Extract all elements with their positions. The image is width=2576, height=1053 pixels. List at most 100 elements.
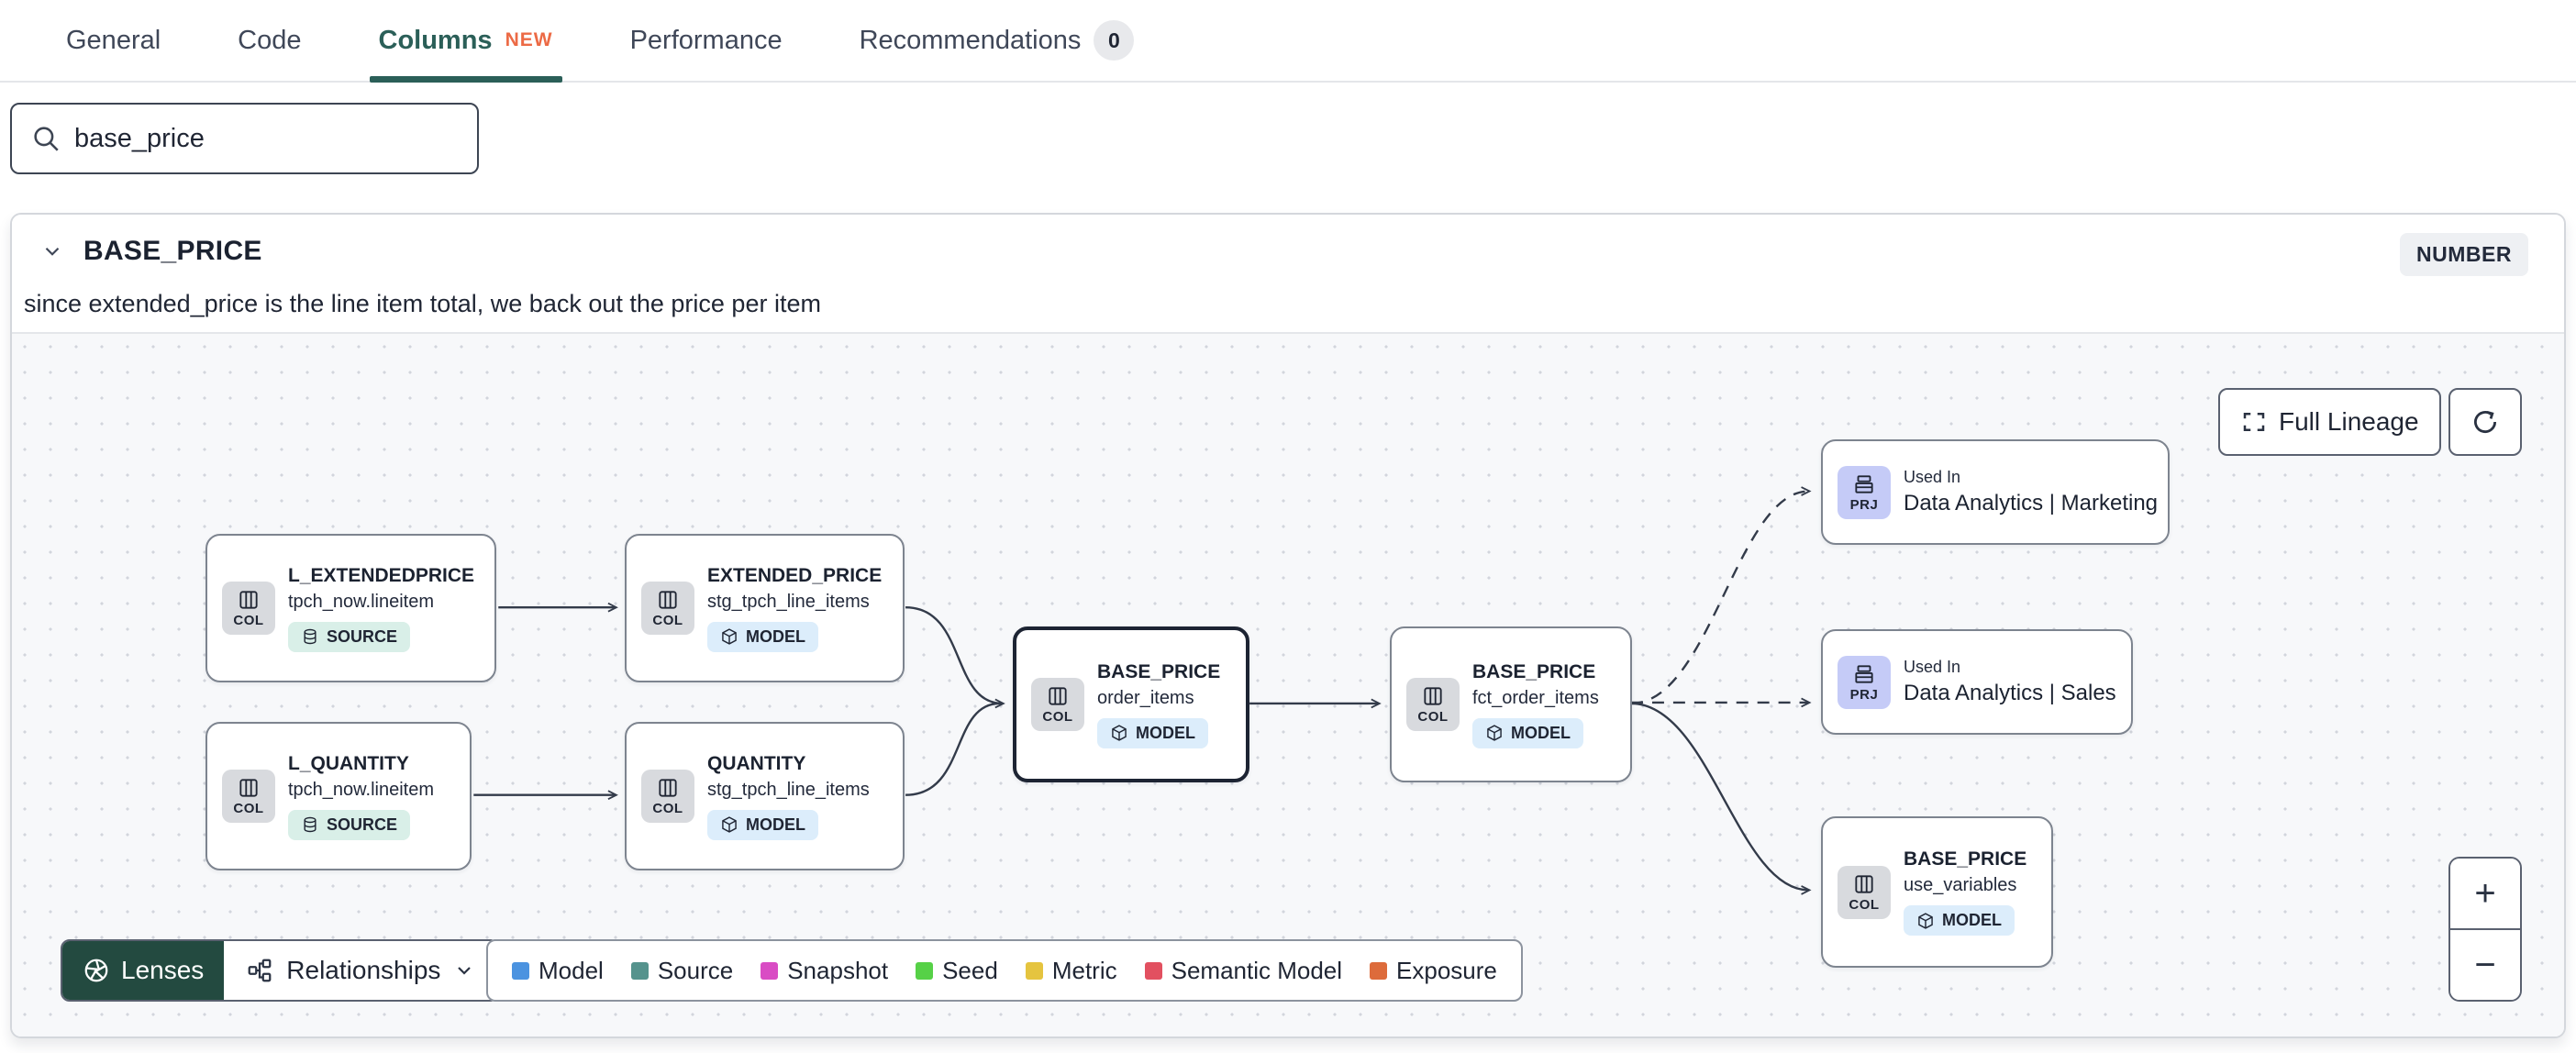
tab-performance[interactable]: Performance <box>630 0 783 81</box>
legend-item-exposure: Exposure <box>1370 957 1497 985</box>
badge-label: MODEL <box>1136 723 1195 742</box>
tab-code[interactable]: Code <box>238 0 301 81</box>
columns-icon <box>239 591 258 609</box>
lineage-node-quantity[interactable]: COL QUANTITY stg_tpch_line_items MODEL <box>625 722 905 870</box>
legend-swatch <box>1144 961 1162 980</box>
resource-badge-model: MODEL <box>1472 717 1583 748</box>
lineage-node-base-price-order-items[interactable]: COL BASE_PRICE order_items MODEL <box>1013 626 1249 782</box>
columns-icon <box>1855 874 1873 893</box>
column-chip: COL <box>1838 865 1891 919</box>
node-subtitle: order_items <box>1097 687 1194 708</box>
zoom-in-button[interactable]: + <box>2450 859 2520 930</box>
column-chip: COL <box>641 770 694 823</box>
tab-label: Recommendations <box>859 25 1082 55</box>
badge-label: MODEL <box>1942 911 2002 929</box>
legend-swatch <box>630 961 649 980</box>
project-icon <box>1855 664 1873 683</box>
tab-columns[interactable]: Columns NEW <box>369 0 562 83</box>
legend-swatch <box>916 961 934 980</box>
search-input[interactable] <box>10 103 479 174</box>
cube-icon <box>1112 725 1127 741</box>
chevron-down-icon <box>458 967 472 975</box>
resource-badge-model: MODEL <box>1904 905 2015 936</box>
tab-recommendations[interactable]: Recommendations 0 <box>860 0 1135 81</box>
lineage-node-used-in-marketing[interactable]: PRJ Used In Data Analytics | Marketing <box>1821 439 2170 545</box>
tab-label: Code <box>238 25 302 55</box>
legend-swatch <box>1025 961 1043 980</box>
node-title: BASE_PRICE <box>1472 660 1596 682</box>
columns-icon <box>659 779 677 797</box>
collapse-chevron-icon[interactable] <box>36 235 69 268</box>
columns-icon <box>659 591 677 609</box>
chip-label: COL <box>652 801 683 816</box>
badge-label: MODEL <box>746 815 805 834</box>
columns-icon <box>1049 687 1067 705</box>
resource-badge-source: SOURCE <box>288 809 411 840</box>
lineage-legend: Model Source Snapshot Seed Metric Semant… <box>486 939 1523 1002</box>
column-description: since extended_price is the line item to… <box>24 290 821 317</box>
column-chip: COL <box>222 582 275 635</box>
project-icon <box>1855 474 1873 493</box>
cube-icon <box>722 816 737 833</box>
relationships-dropdown[interactable]: Relationships <box>224 941 498 1000</box>
chip-label: COL <box>1042 709 1073 725</box>
node-subtitle: tpch_now.lineitem <box>288 591 434 612</box>
badge-label: MODEL <box>746 626 805 646</box>
badge-label: SOURCE <box>327 815 398 834</box>
full-lineage-button[interactable]: Full Lineage <box>2218 388 2441 456</box>
cube-icon <box>722 628 737 645</box>
search-row <box>10 103 479 174</box>
legend-item-seed: Seed <box>916 957 998 985</box>
column-type-badge: NUMBER <box>2400 233 2528 276</box>
used-in-label: Used In <box>1904 658 1961 676</box>
database-icon <box>304 816 316 833</box>
lenses-toolbar: Lenses Relationships <box>61 939 500 1002</box>
node-subtitle: stg_tpch_line_items <box>707 591 870 612</box>
legend-item-model: Model <box>512 957 604 985</box>
node-subtitle: fct_order_items <box>1472 687 1599 708</box>
refresh-button[interactable] <box>2448 388 2522 456</box>
zoom-controls: + − <box>2448 857 2522 1002</box>
node-title: EXTENDED_PRICE <box>707 564 883 586</box>
node-title: L_EXTENDEDPRICE <box>288 564 475 586</box>
resource-badge-model: MODEL <box>707 621 818 652</box>
lenses-button[interactable]: Lenses <box>62 941 225 1000</box>
lineage-node-base-price-use-variables[interactable]: COL BASE_PRICE use_variables MODEL <box>1821 816 2053 968</box>
chip-label: COL <box>652 613 683 628</box>
lineage-node-base-price-fct-order-items[interactable]: COL BASE_PRICE fct_order_items MODEL <box>1390 626 1632 782</box>
cube-icon <box>1487 725 1502 741</box>
column-name: BASE_PRICE <box>83 236 262 266</box>
lineage-node-l-extendedprice[interactable]: COL L_EXTENDEDPRICE tpch_now.lineitem SO… <box>205 534 496 682</box>
expand-icon <box>2243 413 2265 431</box>
legend-swatch <box>1370 961 1388 980</box>
lineage-edges <box>473 486 1812 895</box>
chip-label: PRJ <box>1849 686 1879 703</box>
lineage-node-l-quantity[interactable]: COL L_QUANTITY tpch_now.lineitem SOURCE <box>205 722 472 870</box>
chip-label: COL <box>233 613 264 628</box>
tab-label: Columns <box>378 25 493 55</box>
lineage-node-extended-price[interactable]: COL EXTENDED_PRICE stg_tpch_line_items M… <box>625 534 905 682</box>
lineage-node-used-in-sales[interactable]: PRJ Used In Data Analytics | Sales <box>1821 629 2133 735</box>
used-in-label: Used In <box>1904 468 1961 486</box>
column-chip: COL <box>1406 678 1460 731</box>
tab-label: Performance <box>629 25 783 55</box>
recommendations-count-badge: 0 <box>1094 20 1135 61</box>
cube-icon <box>1918 912 1933 929</box>
lineage-canvas[interactable]: COL L_EXTENDEDPRICE tpch_now.lineitem SO… <box>12 332 2564 1036</box>
chip-label: COL <box>1417 709 1449 725</box>
project-chip: PRJ <box>1838 655 1891 709</box>
tab-label: General <box>66 25 161 55</box>
search-icon <box>30 123 61 154</box>
lenses-label: Lenses <box>121 956 205 984</box>
project-title: Data Analytics | Marketing <box>1904 491 2159 515</box>
resource-badge-source: SOURCE <box>288 621 411 652</box>
project-chip: PRJ <box>1838 465 1891 519</box>
new-badge: NEW <box>505 29 553 50</box>
node-title: BASE_PRICE <box>1097 660 1221 682</box>
node-subtitle: tpch_now.lineitem <box>288 779 434 800</box>
zoom-out-button[interactable]: − <box>2450 930 2520 1000</box>
columns-icon <box>1424 687 1442 705</box>
tab-general[interactable]: General <box>66 0 161 81</box>
node-title: QUANTITY <box>707 752 806 774</box>
legend-item-semantic-model: Semantic Model <box>1144 957 1342 985</box>
